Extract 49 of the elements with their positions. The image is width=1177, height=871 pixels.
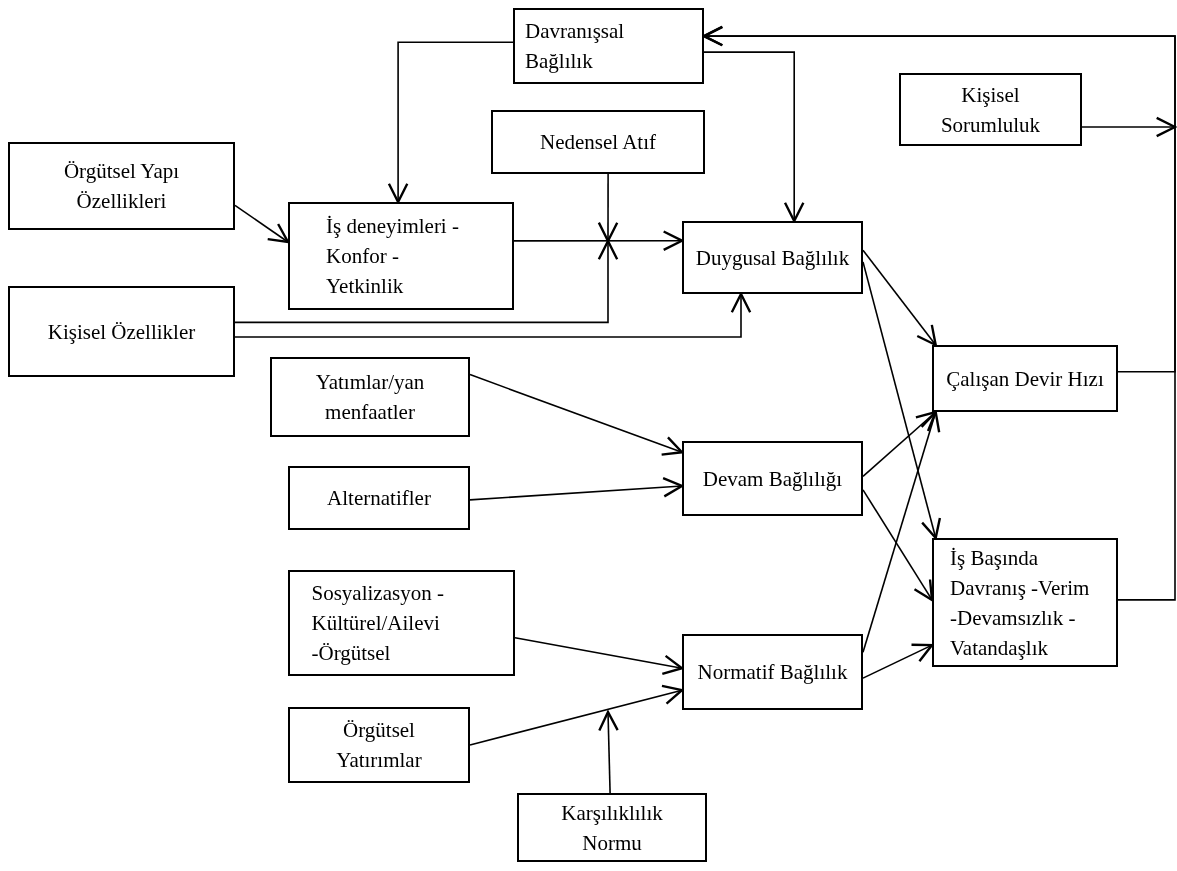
box-label: Devam Bağlılığı <box>702 465 843 493</box>
arrow <box>469 476 684 501</box>
concept-box <box>288 466 470 530</box>
concept-box <box>517 793 707 862</box>
box-label: Kişisel Sorumluluk <box>939 81 1042 139</box>
concept-box <box>491 110 705 174</box>
arrow <box>514 637 684 676</box>
concept-box <box>288 570 515 676</box>
box-label: Örgütsel Yapı Özellikleri <box>62 158 181 215</box>
box-label: Normatif Bağlılık <box>697 659 848 686</box>
concept-box <box>682 634 863 710</box>
arrow <box>469 373 684 456</box>
arrow <box>1081 116 1177 138</box>
arrow <box>703 51 805 223</box>
box-label: Karşılıklılık Normu <box>560 799 664 857</box>
arrow <box>513 230 684 252</box>
arrow <box>234 292 752 338</box>
arrow <box>598 710 619 794</box>
box-label: Örgütsel Yatırımlar <box>335 717 423 774</box>
arrow <box>862 410 937 478</box>
concept-box <box>682 441 863 516</box>
box-label: Nedensel Atıf <box>539 129 657 156</box>
arrow <box>469 684 684 746</box>
concept-box <box>8 142 235 230</box>
arrow <box>234 204 290 244</box>
arrow <box>862 643 934 679</box>
concept-box <box>513 8 704 84</box>
arrow <box>387 41 514 204</box>
box-label: Kişisel Özellikler <box>47 318 196 346</box>
box-label: Çalışan Devir Hızı <box>946 365 1104 393</box>
concept-box <box>288 202 514 310</box>
arrow <box>862 489 934 602</box>
box-label: Duygusal Bağlılık <box>695 244 850 272</box>
concept-box <box>8 286 235 377</box>
box-label: İş deneyimleri -Konfor -Yetkinlik <box>326 213 460 300</box>
concept-box <box>899 73 1082 146</box>
box-label: Alternatifler <box>327 485 431 512</box>
box-label: Yatımlar/yan menfaatler <box>314 369 426 426</box>
box-label: İş Başında Davranış -Verim -Devamsızlık -Vatandaşlık <box>950 544 1091 662</box>
concept-box <box>932 345 1118 412</box>
arrow <box>862 249 937 347</box>
concept-box <box>288 707 470 783</box>
concept-box <box>682 221 863 294</box>
box-label: Sosyalizasyon -Kültürel/Ailevi -Örgütsel <box>311 580 445 667</box>
arrow <box>597 173 619 243</box>
concept-box <box>270 357 470 437</box>
concept-box <box>932 538 1118 667</box>
arrow <box>234 239 619 324</box>
box-label: Davranışsal Bağlılık <box>525 18 626 75</box>
